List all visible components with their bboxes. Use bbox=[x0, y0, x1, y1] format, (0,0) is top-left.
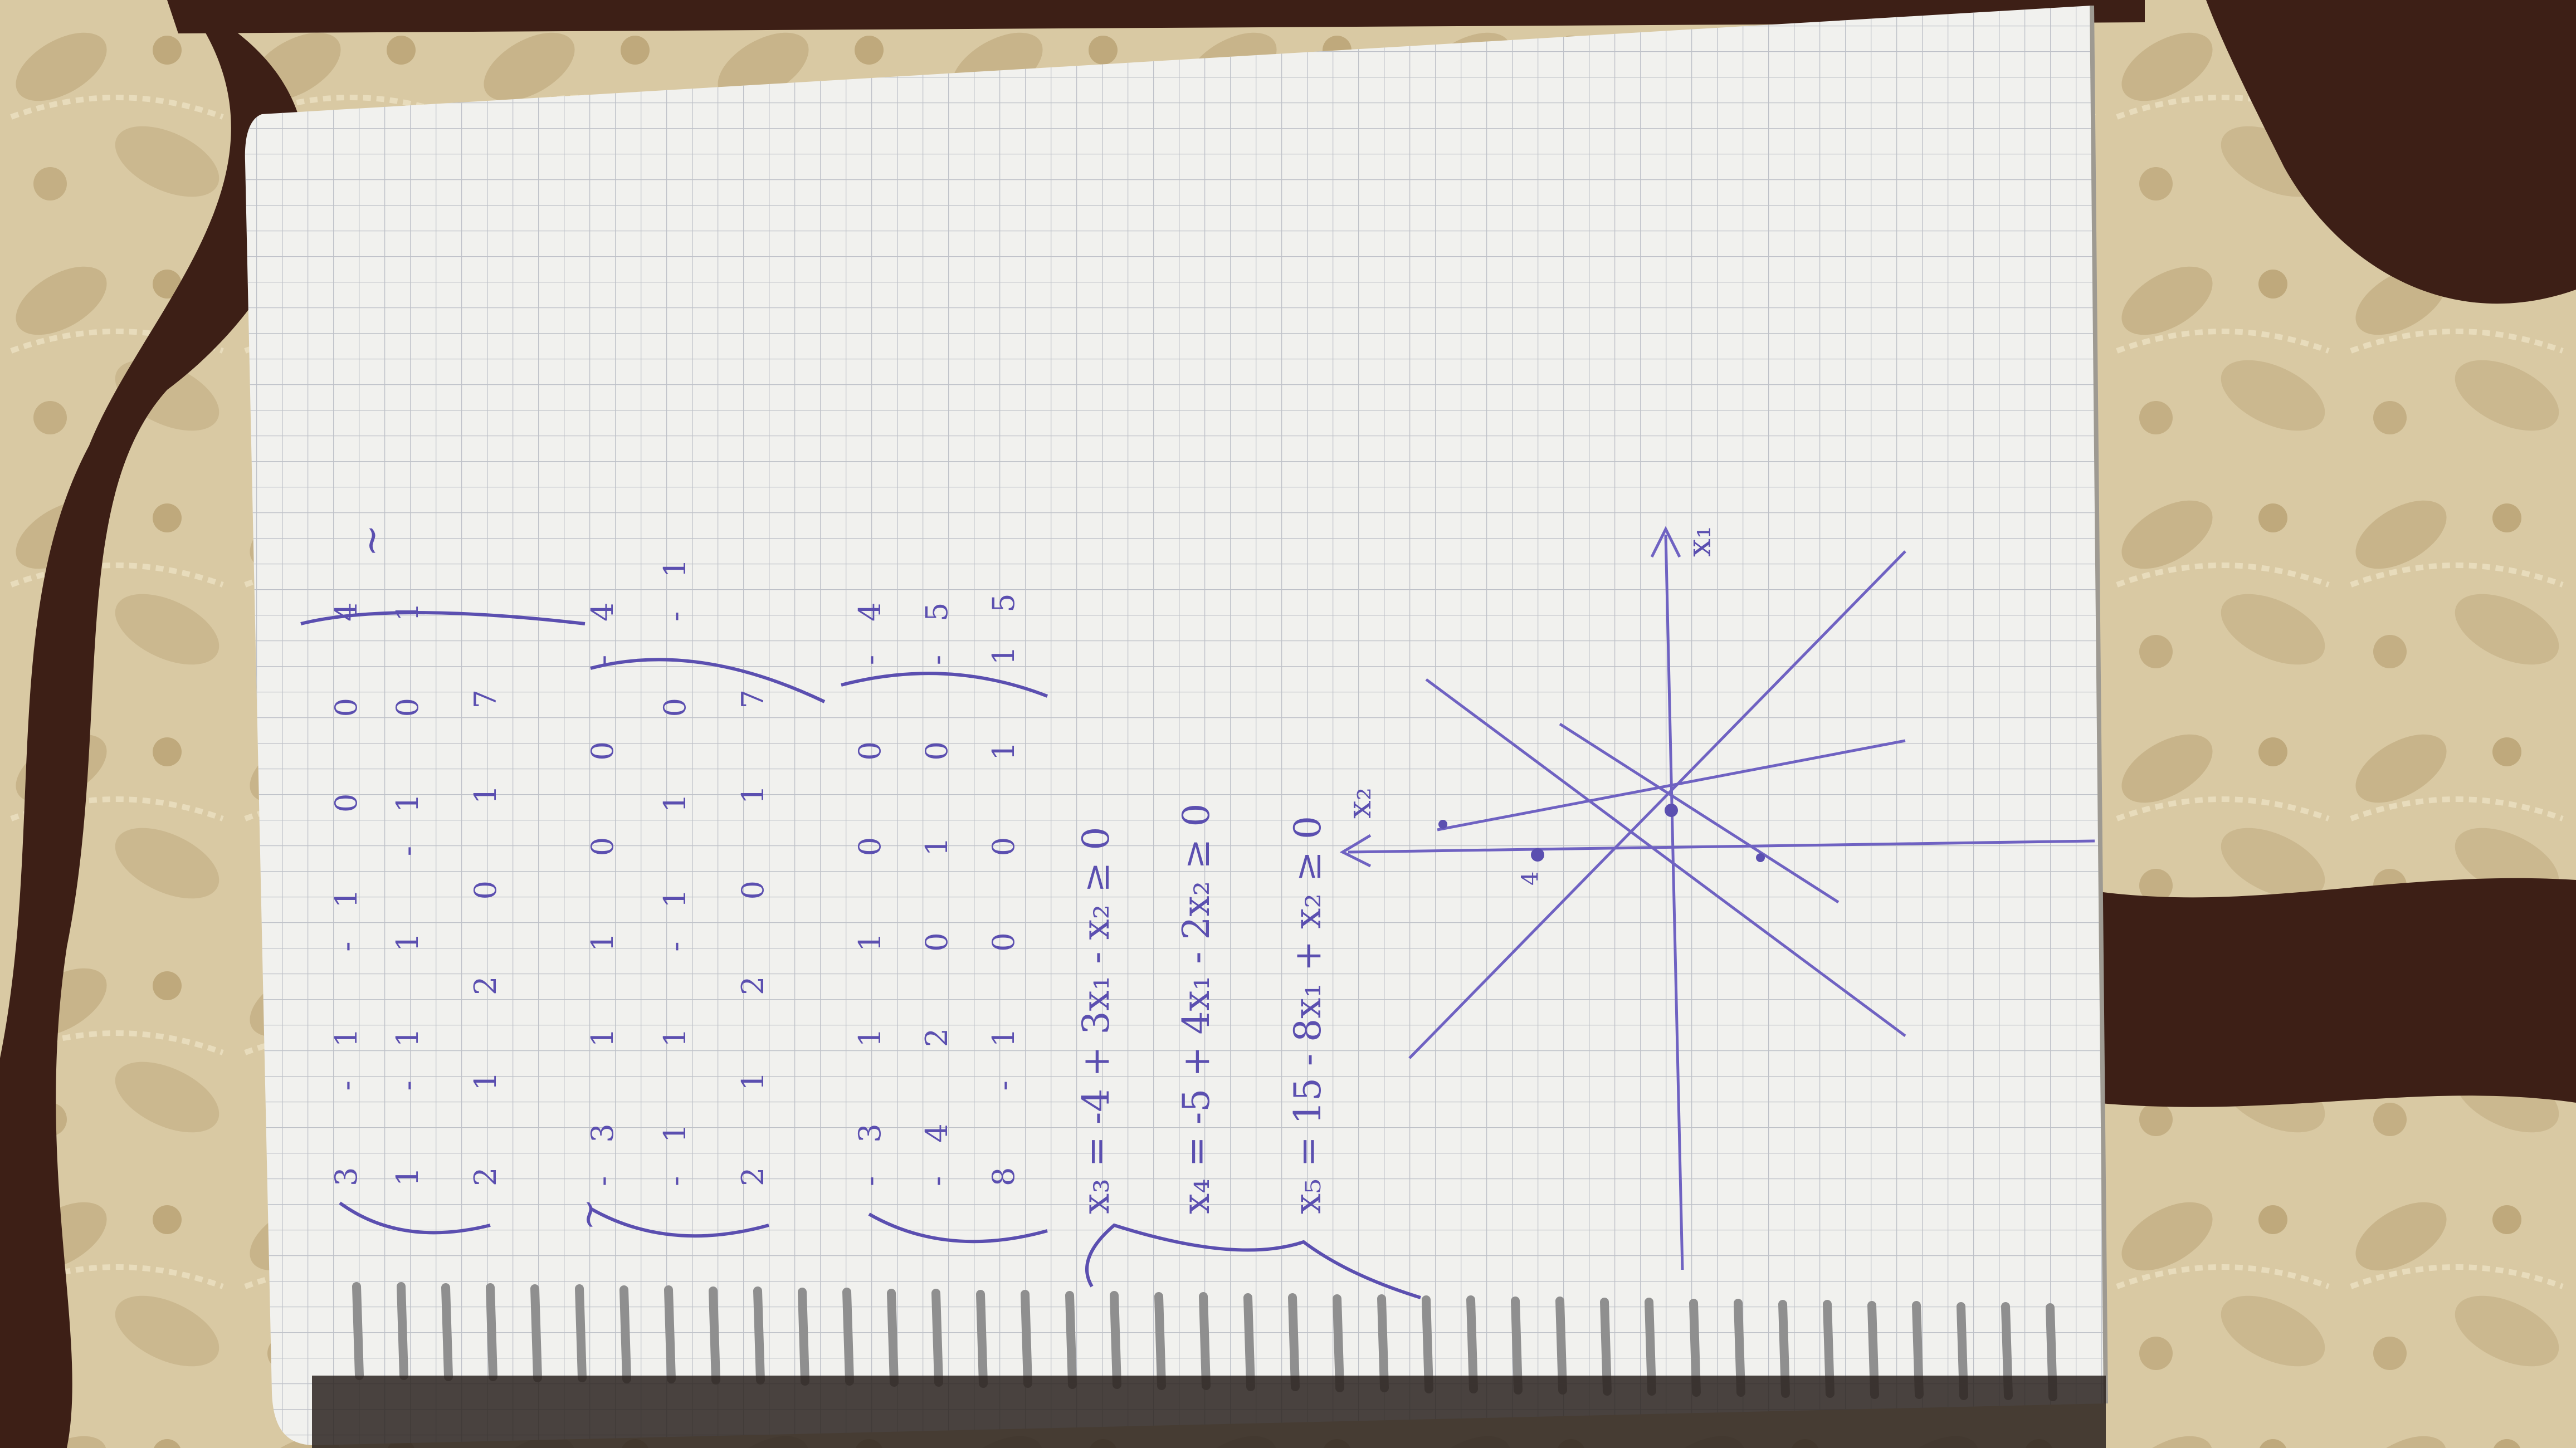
graph-axis-x2-arrow bbox=[1339, 834, 1372, 868]
quilt-dark-right-band bbox=[2095, 878, 2576, 1107]
graph-label-4: 4 bbox=[1518, 872, 1543, 886]
matrix-1-row-2: 1 -1 1 -1 0 1 bbox=[390, 569, 425, 1186]
graph-label-x1: x₁ bbox=[1680, 526, 1718, 557]
graph-axis-x1-arrow bbox=[1650, 526, 1681, 558]
matrix-3: -3 1 1 0 0 -4 -4 2 0 1 0 -5 8 -1 0 0 1 1… bbox=[852, 560, 1021, 1186]
matrix-1-tilde: ~ bbox=[348, 524, 394, 557]
matrix-2-row-2: -1 1 -1 1 0 -1 bbox=[657, 525, 692, 1186]
graph bbox=[1339, 526, 2095, 1270]
graph-line-2 bbox=[1425, 678, 1906, 1038]
matrix-2-row-1: -3 1 1 0 0 -4 bbox=[585, 569, 620, 1186]
graph-line-3 bbox=[1437, 739, 1906, 831]
graph-points bbox=[1438, 804, 1765, 862]
graph-point bbox=[1665, 804, 1678, 817]
graph-point bbox=[1531, 848, 1544, 862]
system-line-2: x₄ = -5 + 4x₁ - 2x₂ ≥ 0 bbox=[1175, 804, 1218, 1214]
matrix-3-row-2: -4 2 0 1 0 -5 bbox=[919, 569, 954, 1186]
notebook-edge-shadow bbox=[2090, 5, 2108, 1404]
graph-line-1 bbox=[1408, 550, 1906, 1059]
matrix-1-row-1: 3 -1 -1 0 0 4 bbox=[329, 569, 364, 1186]
matrix-3-row-3: 8 -1 0 0 1 15 bbox=[986, 560, 1021, 1186]
matrix-2: ~ -3 1 1 0 0 -4 -1 1 -1 1 0 -1 2 1 2 0 1… bbox=[565, 525, 770, 1231]
system-line-3: x₅ = 15 - 8x₁ + x₂ ≥ 0 bbox=[1286, 816, 1329, 1214]
matrix-1-row-3: 2 1 2 0 1 7 bbox=[468, 656, 503, 1186]
graph-line-4 bbox=[1559, 722, 1840, 904]
quilt-dark-top bbox=[167, 0, 2145, 33]
graph-label-x2: x₂ bbox=[1340, 787, 1378, 819]
spiral-shadow-strip bbox=[312, 1376, 2106, 1448]
graph-point bbox=[1756, 853, 1765, 862]
inequality-system: x₃ = -4 + 3x₁ - x₂ ≥ 0 x₄ = -5 + 4x₁ - 2… bbox=[1075, 804, 1329, 1214]
matrix-2-row-3: 2 1 2 0 1 7 bbox=[735, 656, 770, 1186]
graph-point bbox=[1438, 820, 1447, 829]
matrix-1: 3 -1 -1 0 0 4 1 -1 1 -1 0 1 2 1 2 0 1 7 … bbox=[329, 524, 503, 1186]
matrix-brackets bbox=[300, 611, 1421, 1299]
spiral-binding bbox=[352, 1282, 2057, 1401]
quilt-dark-right-top bbox=[2206, 0, 2576, 304]
handwritten-notes: 3 -1 -1 0 0 4 1 -1 1 -1 0 1 2 1 2 0 1 7 … bbox=[300, 524, 1421, 1299]
graph-axis-x2 bbox=[1348, 839, 2095, 854]
graph-axis-x1 bbox=[1664, 534, 1684, 1270]
system-line-1: x₃ = -4 + 3x₁ - x₂ ≥ 0 bbox=[1075, 827, 1118, 1214]
matrix-3-row-1: -3 1 1 0 0 -4 bbox=[852, 569, 887, 1186]
